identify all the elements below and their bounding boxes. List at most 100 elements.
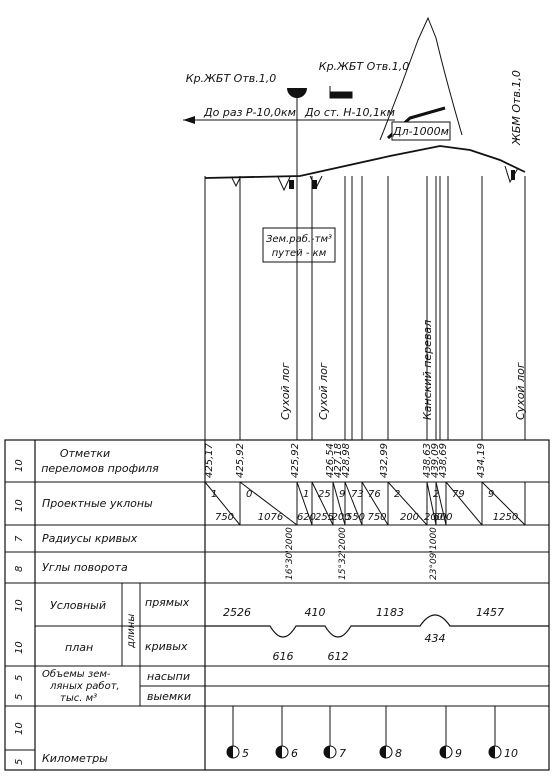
grade-length: 200 (400, 512, 419, 523)
curve-angle: 16°30' (285, 550, 295, 580)
elevation-value: 438,63 (422, 443, 433, 478)
row-label-angles: Углы поворота (42, 561, 128, 574)
curve-angle: 23°09' (429, 550, 439, 580)
grade-diagonal (481, 481, 526, 526)
row-label-straight: прямых (145, 596, 190, 609)
km-circle-fill (276, 746, 282, 758)
grade-value: 1 (303, 489, 309, 500)
grade-length: 200 (331, 512, 350, 523)
elevation-value: 427,18 (333, 443, 344, 478)
row-labels: Отметки переломов профиля Проектные укло… (41, 447, 191, 765)
row-label-kilometers: Километры (42, 752, 108, 765)
grade-value: 9 (339, 489, 345, 500)
bridge-label-left: Кр.ЖБТ Отв.1,0 (186, 72, 276, 85)
km-number: 5 (242, 747, 249, 760)
arrow-left-icon (183, 116, 195, 124)
km-number: 7 (339, 747, 346, 760)
scale-number: 7 (14, 535, 25, 542)
valley-label: Сухой лог (279, 362, 292, 420)
grade-length: 600 (433, 512, 452, 523)
grade-length: 1250 (493, 512, 518, 523)
bridge-label-mid: Кр.ЖБТ Отв.1,0 (319, 60, 409, 73)
curve-length: 612 (328, 650, 349, 663)
grade-diagonal (426, 481, 437, 526)
km-circle-fill (324, 746, 330, 758)
grade-diagonal (445, 481, 483, 526)
tunnel-label: Дл-1000м (392, 125, 449, 138)
bridge-label-right: ЖБМ Отв.1,0 (510, 70, 523, 146)
mountain-outline (379, 16, 463, 141)
elevation-value: 432,99 (379, 443, 390, 478)
grade-length: 550 (346, 512, 365, 523)
row-label-volumes: Объемы зем- (42, 668, 111, 680)
culvert-marker (312, 180, 317, 189)
elevation-value: 438,69 (438, 443, 449, 478)
scale-number: 10 (14, 459, 25, 472)
km-circle-fill (380, 746, 386, 758)
grade-value: 1 (211, 489, 217, 500)
row-label-volumes-2: ляных работ, (49, 680, 120, 692)
scale-numbers: 10 10 7 8 10 10 5 5 10 5 (14, 459, 25, 765)
direction-label-right: До ст. Н-10,1км (304, 106, 395, 119)
ground-depressions (231, 165, 519, 192)
km-number: 8 (395, 747, 402, 760)
scale-number: 8 (14, 566, 25, 572)
curve-values: 16°30' 2000 15°32' 2000 23°09' 1000 (285, 527, 439, 580)
curve-radius: 2000 (285, 527, 295, 550)
grade-diagonal (435, 481, 447, 526)
straight-length: 1183 (376, 606, 404, 619)
valley-labels: Сухой лог Сухой лог Канский перевал Сухо… (279, 320, 527, 420)
grade-length: 200 (424, 512, 443, 523)
scale-number: 5 (14, 759, 25, 765)
elevation-value: 425,92 (235, 443, 246, 478)
km-circle-fill (489, 746, 495, 758)
scale-number: 10 (14, 641, 25, 654)
earthwork-legend-line2: путей - км (272, 248, 327, 259)
scale-number: 5 (14, 694, 25, 700)
straight-length: 1457 (476, 606, 504, 619)
grade-value: 9 (488, 489, 494, 500)
curve-length: 616 (273, 650, 294, 663)
station-flag-icon (329, 86, 353, 99)
direction-label-left: До раз Р-10,0км (203, 106, 296, 119)
table-border (4, 439, 550, 771)
row-label-elevations: Отметки (60, 447, 110, 460)
grade-diagonal (204, 481, 241, 526)
curve-radius: 1000 (429, 527, 439, 550)
culvert-marker (511, 170, 515, 180)
row-label-curved: кривых (145, 640, 188, 653)
row-label-grades: Проектные уклоны (42, 497, 153, 510)
row-label-elevations-2: переломов профиля (41, 462, 159, 475)
earthwork-legend-line1: Зем.раб.-тм³ (266, 233, 332, 245)
grade-value: 73 (351, 489, 364, 500)
row-label-lengths: длины (126, 614, 137, 649)
curve-angle: 15°32' (338, 550, 348, 580)
scale-number: 5 (14, 675, 25, 681)
profile-area: Дл-1000м Кр.ЖБТ Отв.1,0 Кр.ЖБТ Отв.1,0 Ж… (183, 16, 526, 263)
valley-label: Сухой лог (514, 362, 527, 420)
grade-value: 79 (452, 489, 465, 500)
valley-label: Сухой лог (317, 362, 330, 420)
grade-value: 2 (394, 489, 400, 500)
row-label-fill: насыпи (147, 670, 190, 683)
conditional-plan: 2526 410 1183 1457 616 612 434 (205, 606, 549, 663)
grade-diagonal (332, 481, 346, 526)
grade-cells: 1750010761620252559200735507675022002200… (204, 481, 526, 526)
straight-length: 2526 (223, 606, 251, 619)
profile-verticals (204, 176, 526, 440)
grade-diagonal (387, 481, 428, 526)
scale-number: 10 (14, 599, 25, 612)
km-circle-fill (227, 746, 233, 758)
scale-number: 10 (14, 499, 25, 512)
grade-diagonal (361, 481, 389, 526)
grade-value: 25 (318, 489, 331, 500)
row-label-cut: выемки (147, 690, 191, 703)
grade-diagonal (344, 481, 363, 526)
valley-label: Канский перевал (421, 320, 434, 420)
elevation-value: 439,09 (430, 443, 441, 478)
elevation-value: 428,98 (341, 443, 352, 478)
elevation-value: 426,54 (325, 443, 336, 478)
row-label-radii: Радиусы кривых (42, 532, 138, 545)
